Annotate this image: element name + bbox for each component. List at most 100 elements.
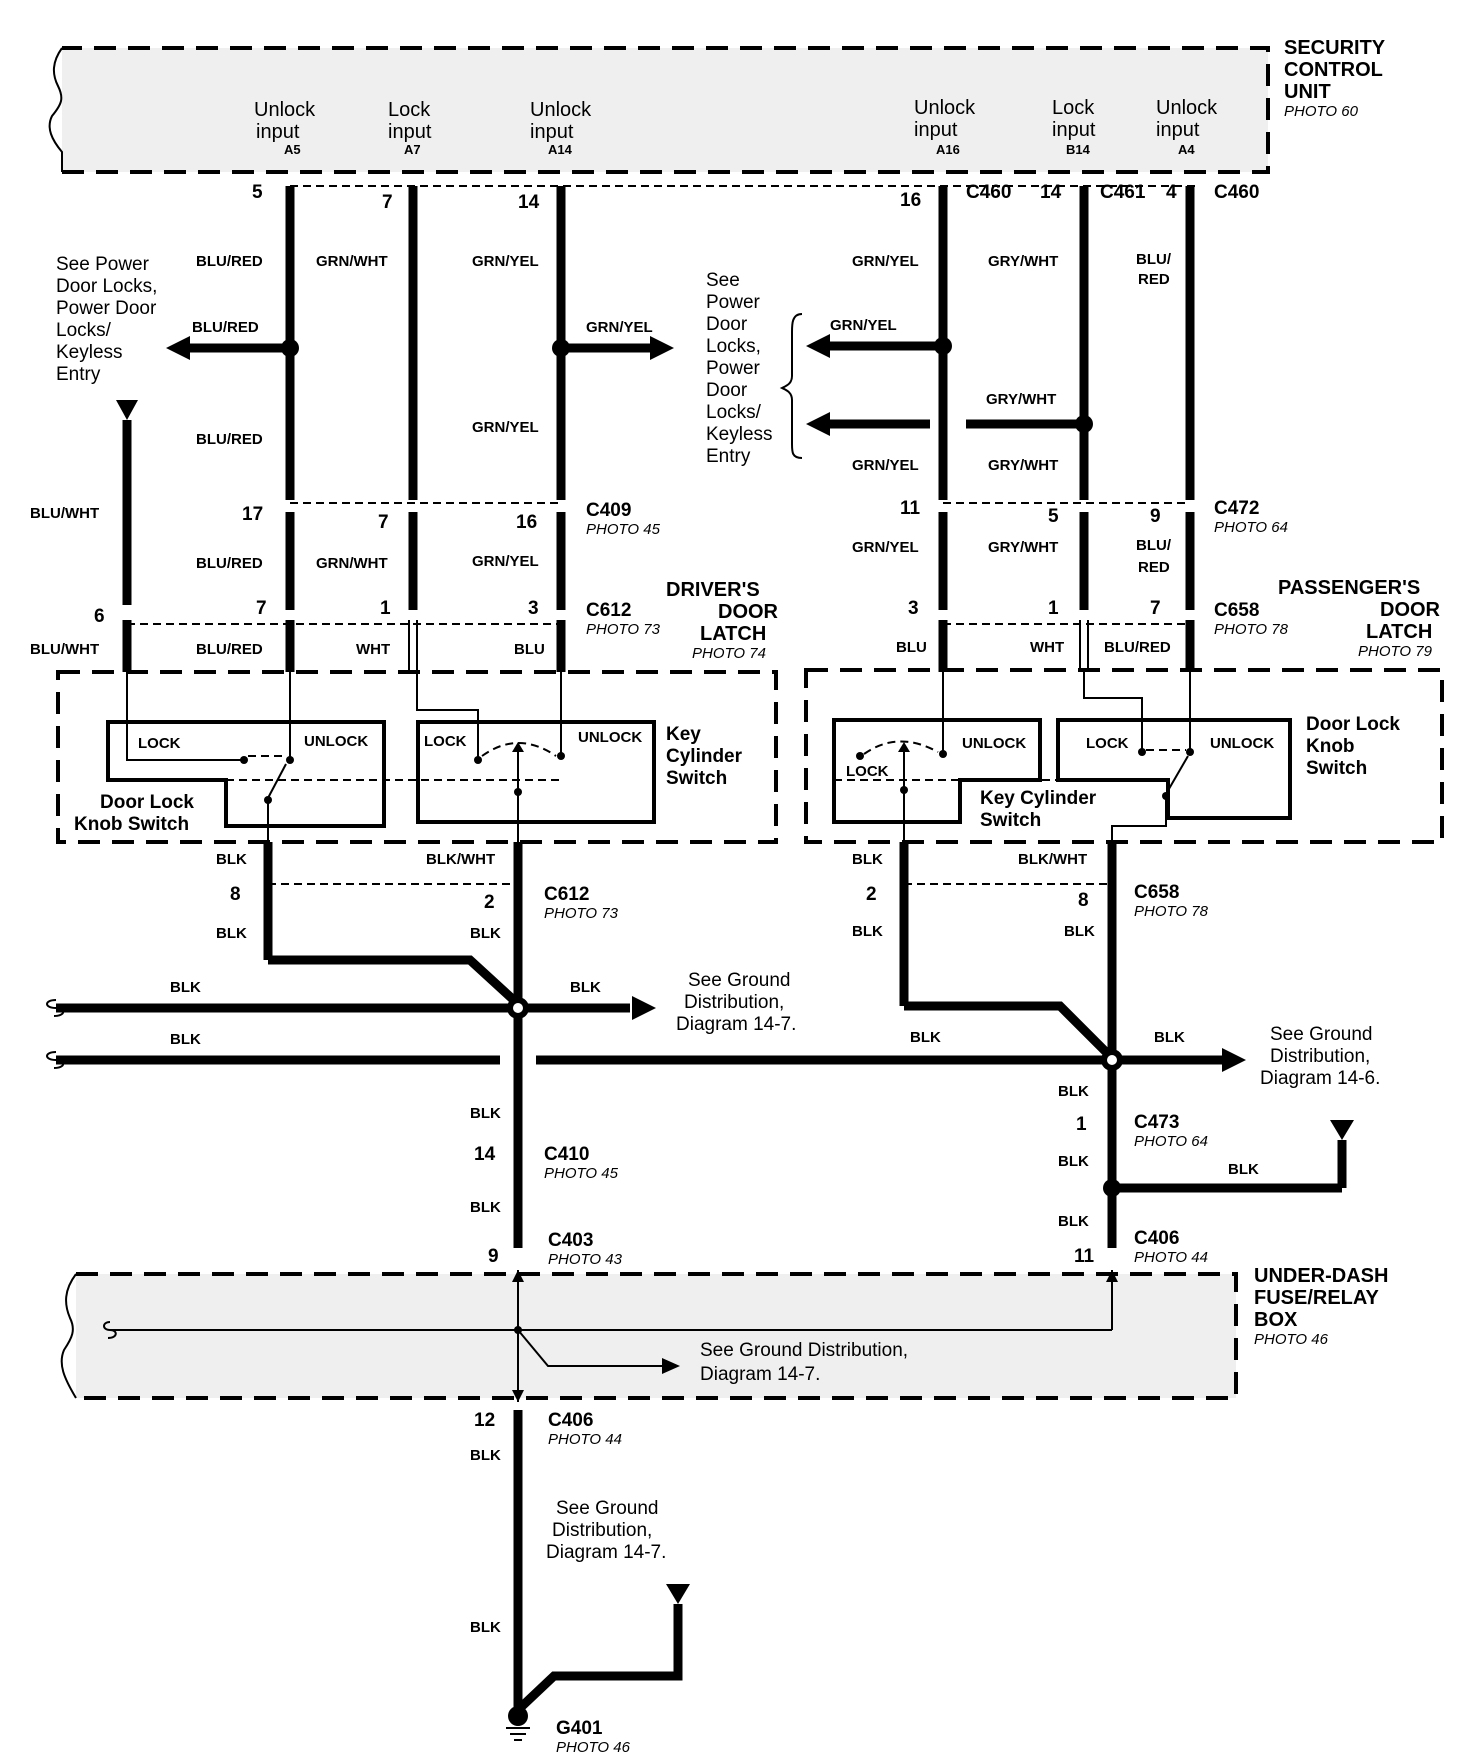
lbl-blk-4: BLK <box>852 851 883 868</box>
see-left-4: Locks/ <box>56 320 112 341</box>
pin-label-a16-id: A16 <box>936 142 960 157</box>
lbl-blk-18: BLK <box>470 1447 501 1464</box>
lbl-grn-wht-1: GRN/WHT <box>316 253 388 270</box>
c409-photo: PHOTO 45 <box>586 521 661 538</box>
c410-name: C410 <box>544 1144 589 1165</box>
fuse-box-title-3: BOX <box>1254 1309 1298 1331</box>
g147a-1: See Ground <box>688 970 790 991</box>
c403-photo: PHOTO 43 <box>548 1251 623 1268</box>
lbl-blu-red-branch: BLU/RED <box>192 319 259 336</box>
see-mid-8: Keyless <box>706 424 773 445</box>
c409-c472-row: 17 7 16 C409 PHOTO 45 11 5 9 C472 PHOTO … <box>242 498 1288 538</box>
drivers-latch-2: DOOR <box>718 601 779 623</box>
pkc-lock-label: LOCK <box>846 763 889 780</box>
pdl-lock-label: LOCK <box>1086 735 1129 752</box>
pdl-unlock-label: UNLOCK <box>1210 735 1274 752</box>
c612-pin-1: 1 <box>380 598 391 619</box>
lbl-blk-10: BLK <box>910 1029 941 1046</box>
see-left-3: Power Door <box>56 298 157 319</box>
pkc-switch-1: Key Cylinder <box>980 788 1097 809</box>
passengers-door-latch: UNLOCK LOCK LOCK UNLOCK Key Cylinder Swi… <box>804 668 1444 844</box>
c612-bot-pin-8: 8 <box>230 884 241 905</box>
lbl-grn-yel-1: GRN/YEL <box>472 253 539 270</box>
c612-bot-photo: PHOTO 73 <box>544 905 619 922</box>
lbl-blk-15: BLK <box>1228 1161 1259 1178</box>
c409-name: C409 <box>586 500 631 521</box>
g146-1: See Ground <box>1270 1024 1372 1045</box>
security-unit-title-1: SECURITY <box>1284 37 1386 59</box>
kc-switch-3: Switch <box>666 768 727 789</box>
pin-label-a5-id: A5 <box>284 142 301 157</box>
pin-label-a4-id: A4 <box>1178 142 1195 157</box>
c612-pin-3: 3 <box>528 598 539 619</box>
g147c-1: See Ground <box>556 1498 658 1519</box>
lbl-grn-yel-3: GRN/YEL <box>472 419 539 436</box>
conn-c460-a: C460 <box>966 182 1011 203</box>
c473-name: C473 <box>1134 1112 1179 1133</box>
lbl-blu-red-split-a: BLU/ <box>1136 251 1172 268</box>
pin-label-a14-id: A14 <box>548 142 573 157</box>
lbl-blu-red-3: BLU/RED <box>196 555 263 572</box>
see-mid-5: Power <box>706 358 761 379</box>
pass-latch-1: PASSENGER'S <box>1278 577 1420 599</box>
g401-name: G401 <box>556 1718 603 1739</box>
c410-photo: PHOTO 45 <box>544 1165 619 1182</box>
pdl-knob-3: Switch <box>1306 758 1367 779</box>
pin-label-a7-l1: Lock <box>388 99 431 121</box>
top-pin-14b: 14 <box>1040 182 1062 203</box>
c409-pin-16: 16 <box>516 512 537 533</box>
kc-unlock-label: UNLOCK <box>578 729 642 746</box>
top-pin-16: 16 <box>900 190 921 211</box>
c658-top-name: C658 <box>1214 600 1259 621</box>
c472-pin-11: 11 <box>900 498 921 519</box>
lbl-grn-wht-2: GRN/WHT <box>316 555 388 572</box>
lbl-wht-2: WHT <box>1030 639 1064 656</box>
lbl-grn-yel-4: GRN/YEL <box>852 457 919 474</box>
g146-3: Diagram 14-6. <box>1260 1068 1380 1089</box>
drivers-latch-1: DRIVER'S <box>666 579 760 601</box>
c612-top-photo: PHOTO 73 <box>586 621 661 638</box>
see-mid-6: Door <box>706 380 748 401</box>
dl-knob-switch-2: Knob Switch <box>74 814 189 835</box>
lbl-wht-1: WHT <box>356 641 390 658</box>
pass-latch-3: LATCH <box>1366 621 1432 643</box>
security-unit-photo: PHOTO 60 <box>1284 103 1359 120</box>
c473-photo: PHOTO 64 <box>1134 1133 1208 1150</box>
lbl-blk-1: BLK <box>216 851 247 868</box>
security-unit-title-3: UNIT <box>1284 81 1331 103</box>
lbl-blk-13: BLK <box>1058 1083 1089 1100</box>
lbl-blu-red-5: BLU/RED <box>1104 639 1171 656</box>
conn-c461: C461 <box>1100 182 1146 203</box>
lbl-blk-wht-2: BLK/WHT <box>1018 851 1087 868</box>
pin-label-a4-l1: Unlock <box>1156 97 1218 119</box>
c612-pin-7: 7 <box>256 598 267 619</box>
c612-bot-name: C612 <box>544 884 589 905</box>
c406r-pin: 11 <box>1074 1246 1095 1267</box>
g147b-2: Diagram 14-7. <box>700 1364 820 1385</box>
lbl-blk-14: BLK <box>1058 1153 1089 1170</box>
pin-label-a5-l2: input <box>256 121 300 143</box>
lbl-blk-17: BLK <box>1058 1213 1089 1230</box>
branches-upper <box>116 313 1093 459</box>
c472-name: C472 <box>1214 498 1259 519</box>
security-unit-title-2: CONTROL <box>1284 59 1383 81</box>
c406b-photo: PHOTO 44 <box>548 1431 622 1448</box>
lbl-blu-wht-1: BLU/WHT <box>30 505 99 522</box>
see-mid-3: Door <box>706 314 748 335</box>
c658-bot-pin-2: 2 <box>866 884 877 905</box>
see-mid-7: Locks/ <box>706 402 762 423</box>
lbl-blk-wht-1: BLK/WHT <box>426 851 495 868</box>
top-pin-4: 4 <box>1166 182 1177 203</box>
lbl-gry-wht-3: GRY/WHT <box>988 539 1058 556</box>
c406b-name: C406 <box>548 1410 593 1431</box>
top-pin-5: 5 <box>252 182 263 203</box>
latch-feed-wires: BLU/WHT BLU/RED WHT BLU BLU WHT BLU/RED <box>30 620 1195 672</box>
lbl-blu-red-2: BLU/RED <box>196 431 263 448</box>
mid-wires: BLU/RED GRN/WHT GRN/YEL GRN/YEL GRY/WHT … <box>196 512 1195 610</box>
lbl-blk-9: BLK <box>170 1031 201 1048</box>
see-mid-2: Power <box>706 292 761 313</box>
lbl-blk-6: BLK <box>1064 923 1095 940</box>
lbl-blk-7: BLK <box>170 979 201 996</box>
